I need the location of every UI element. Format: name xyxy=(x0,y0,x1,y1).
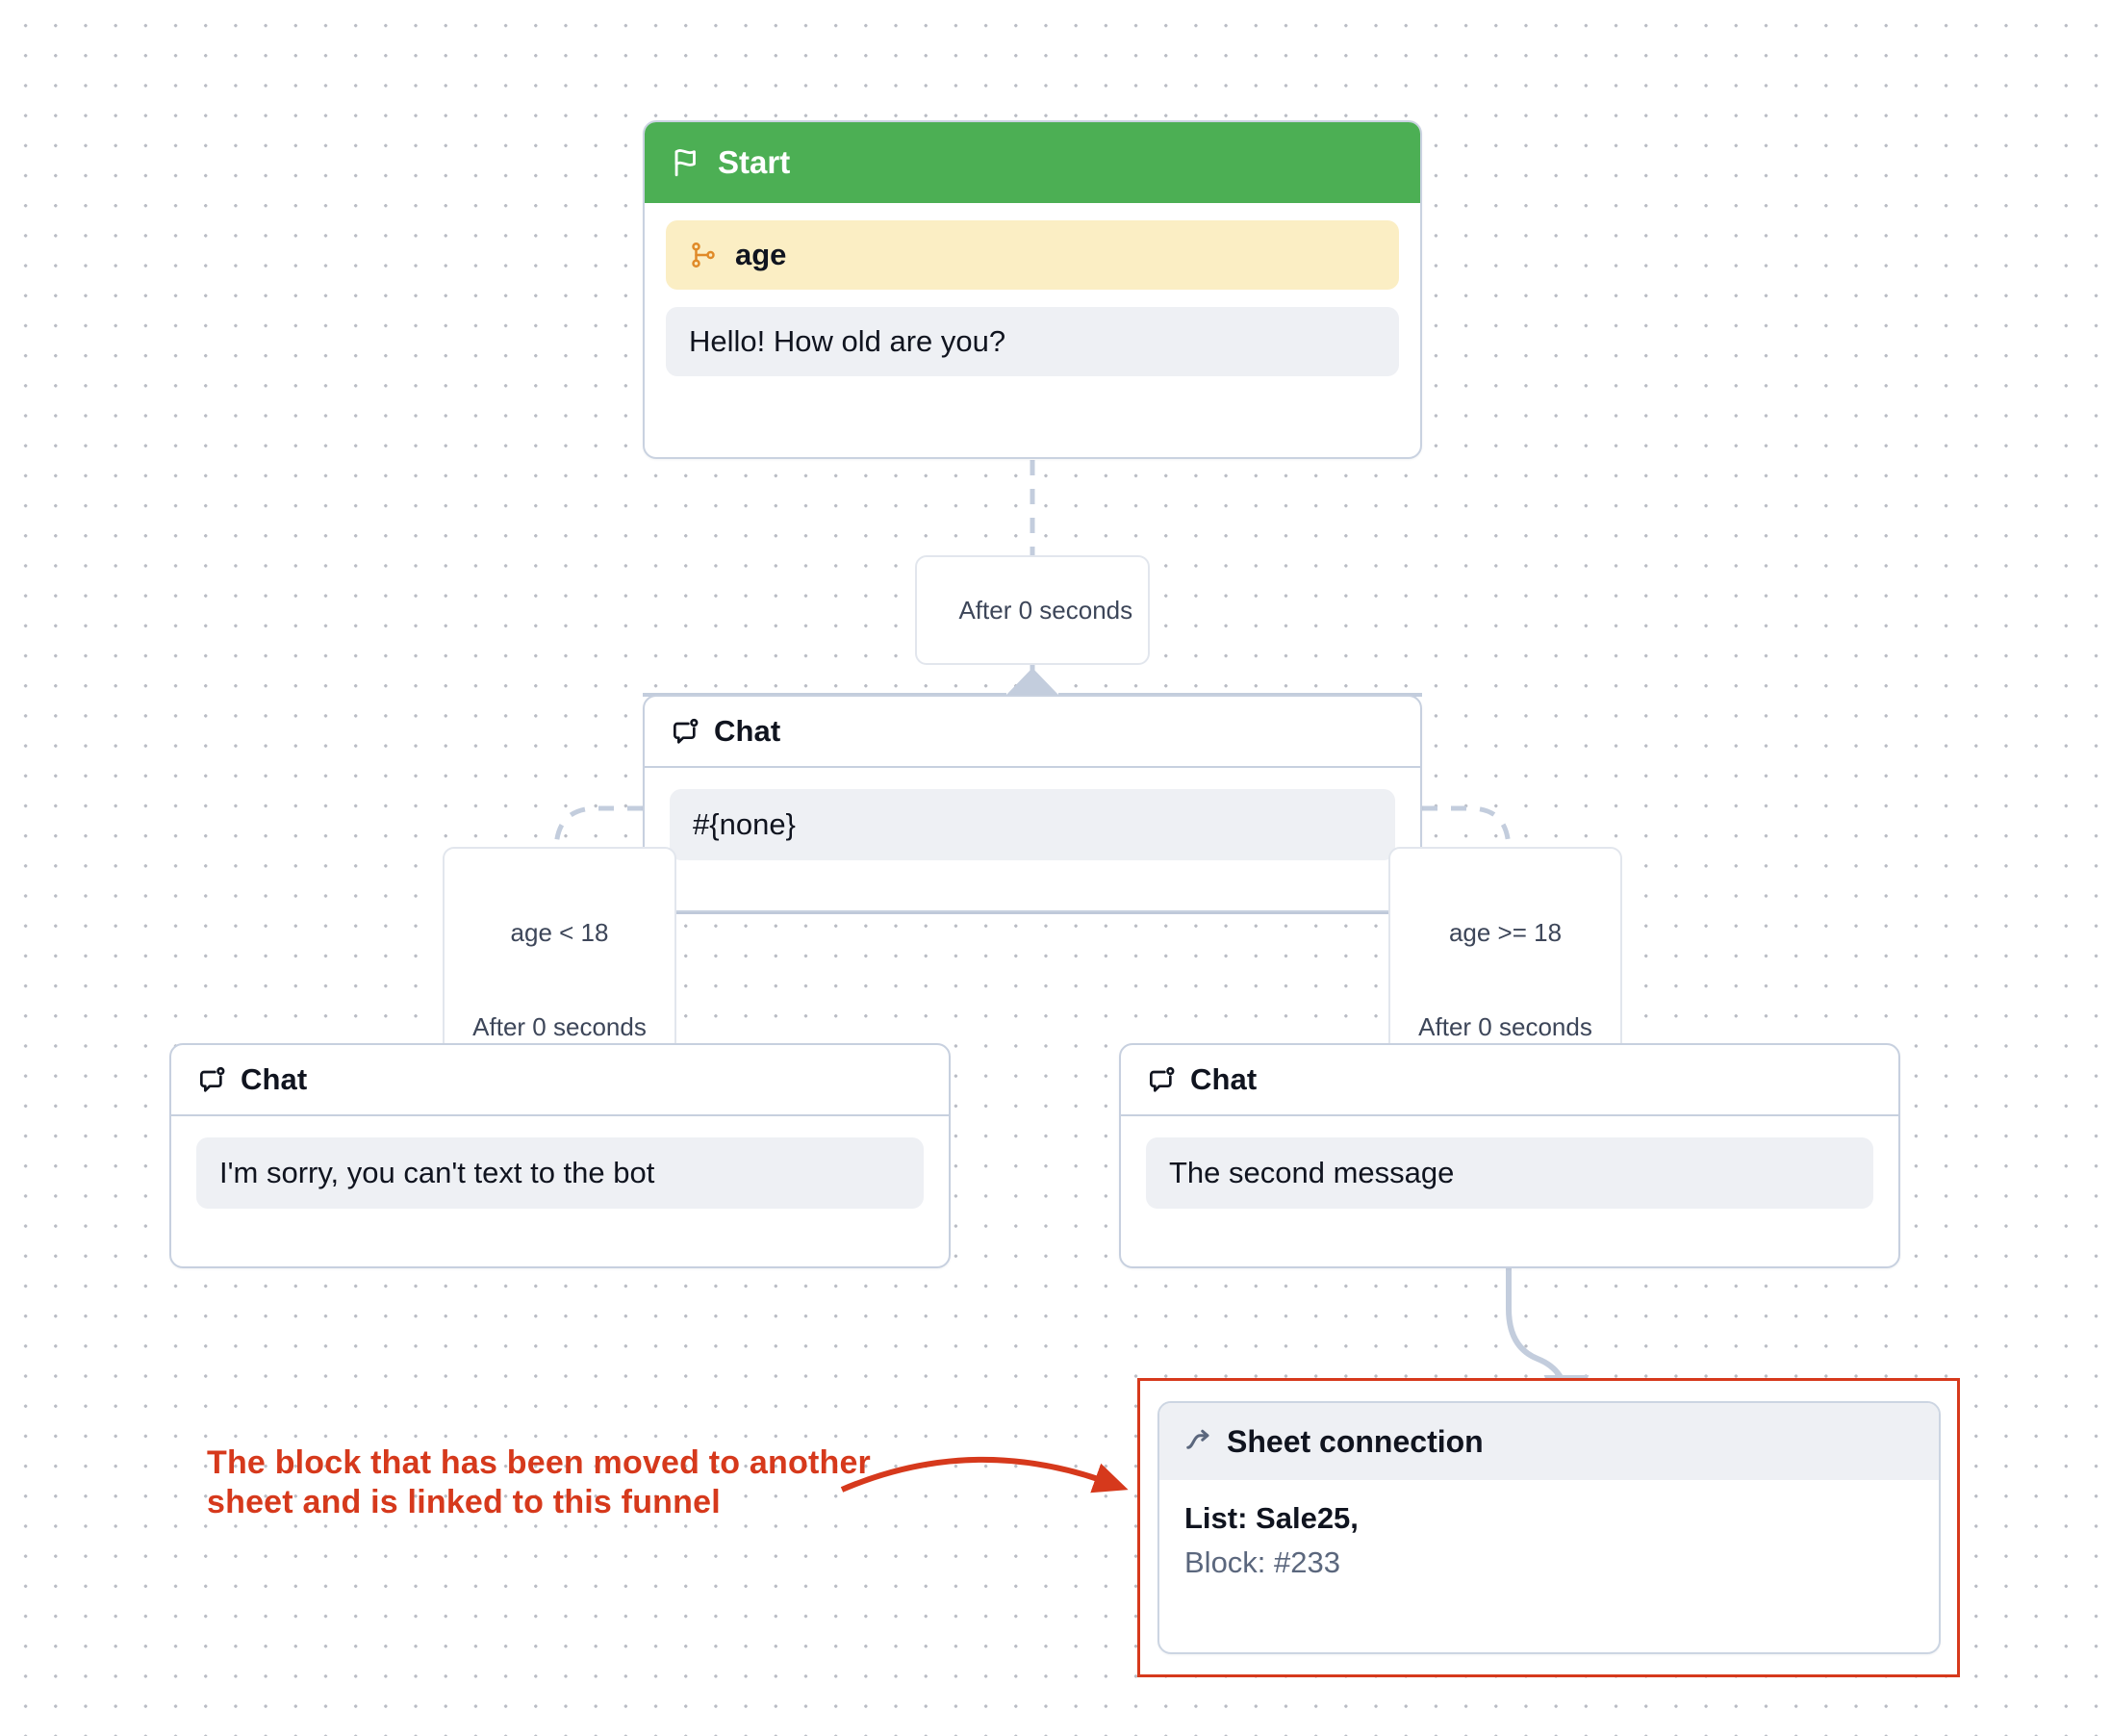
node-sheet-connection[interactable]: Sheet connection List: Sale25, Block: #2… xyxy=(1157,1401,1941,1654)
chat-bubble-icon xyxy=(670,716,700,747)
node-chat-main[interactable]: Chat #{none} xyxy=(643,695,1422,912)
chat-bubble-icon xyxy=(1146,1064,1177,1095)
node-chat-right[interactable]: Chat The second message xyxy=(1119,1043,1900,1268)
chat-main-header: Chat xyxy=(645,697,1420,768)
chat-right-header: Chat xyxy=(1121,1045,1898,1116)
start-node-header: Start xyxy=(645,122,1420,203)
edge-label-start-to-chat[interactable]: After 0 seconds xyxy=(915,555,1151,665)
chat-main-title: Chat xyxy=(714,714,781,748)
edge-condition-right: age >= 18 xyxy=(1448,918,1563,947)
chat-main-message[interactable]: #{none} xyxy=(670,789,1395,860)
start-message[interactable]: Hello! How old are you? xyxy=(666,307,1399,376)
node-chat-left[interactable]: Chat I'm sorry, you can't text to the bo… xyxy=(169,1043,951,1268)
chat-main-body: #{none} xyxy=(645,768,1420,885)
start-node-body: age Hello! How old are you? xyxy=(645,203,1420,397)
annotation-arrow-icon xyxy=(840,1456,1129,1493)
start-node-title: Start xyxy=(718,144,791,180)
chat-right-body: The second message xyxy=(1121,1116,1898,1234)
edge-label-text: After 0 seconds xyxy=(958,595,1133,625)
flag-icon xyxy=(670,146,702,179)
chat-right-title: Chat xyxy=(1190,1062,1258,1096)
chat-left-title: Chat xyxy=(241,1062,308,1096)
sheet-list-value: List: Sale25, xyxy=(1184,1501,1359,1535)
annotation-text: The block that has been moved to another… xyxy=(207,1444,871,1521)
sheet-connection-title: Sheet connection xyxy=(1227,1423,1484,1459)
chat-bubble-icon xyxy=(196,1064,227,1095)
chat-left-body: I'm sorry, you can't text to the bot xyxy=(171,1116,949,1234)
chat-left-header: Chat xyxy=(171,1045,949,1116)
start-variable-label: age xyxy=(735,238,787,271)
chat-left-message[interactable]: I'm sorry, you can't text to the bot xyxy=(196,1137,924,1209)
start-variable-pill[interactable]: age xyxy=(666,220,1399,290)
edge-condition-left: age < 18 xyxy=(510,918,609,947)
sheet-connection-body: List: Sale25, Block: #233 xyxy=(1159,1480,1939,1601)
arrow-curve-up-right-icon xyxy=(1184,1427,1213,1456)
sheet-connection-header: Sheet connection xyxy=(1159,1403,1939,1480)
chat-right-message[interactable]: The second message xyxy=(1146,1137,1873,1209)
sheet-block-value: Block: #233 xyxy=(1184,1545,1340,1579)
edge-delay-left: After 0 seconds xyxy=(472,1011,647,1041)
branch-icon xyxy=(689,241,718,269)
edge-delay-right: After 0 seconds xyxy=(1418,1011,1592,1041)
node-start[interactable]: Start age Hello! How old are you? xyxy=(643,120,1422,459)
